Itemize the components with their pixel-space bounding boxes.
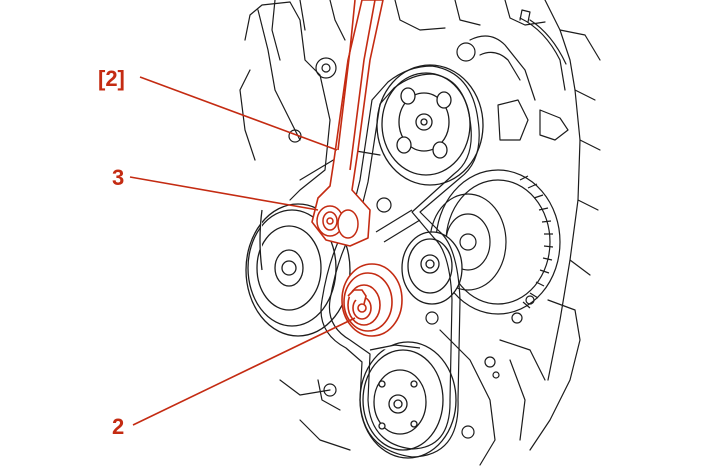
top-pulley xyxy=(376,64,484,186)
callout-leaders xyxy=(129,76,356,426)
tensioner-roller xyxy=(341,263,403,337)
tensioner-lever-tool xyxy=(311,0,384,247)
leader-line-bracket-2 xyxy=(139,76,338,151)
callout-label-2: 2 xyxy=(112,414,124,439)
drive-belt xyxy=(320,65,480,458)
alternator-pulley xyxy=(401,231,463,305)
callout-label-3: 3 xyxy=(112,165,124,190)
tensioner-pivot-bolt xyxy=(316,205,359,239)
ac-compressor xyxy=(359,341,457,459)
leader-line-3 xyxy=(129,176,319,211)
engine-block xyxy=(239,0,601,466)
leader-line-2 xyxy=(132,317,356,426)
callout-label-bracket-2: [2] xyxy=(98,66,125,91)
